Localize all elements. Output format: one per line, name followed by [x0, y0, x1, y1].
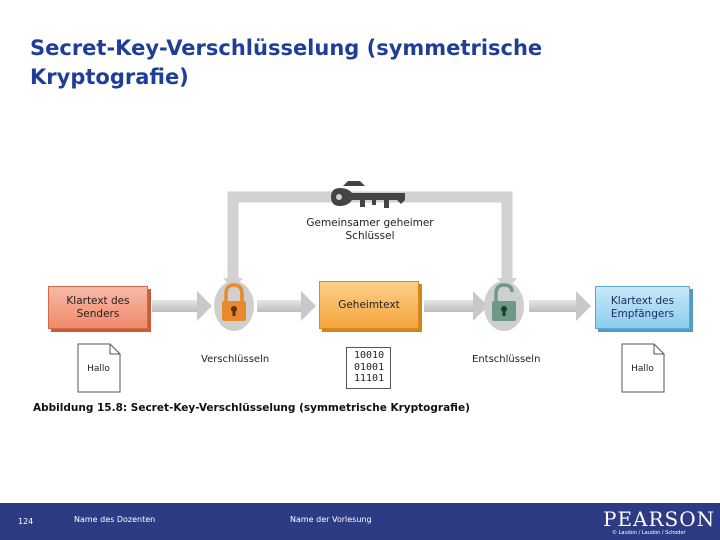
publisher-logo: PEARSON	[603, 507, 716, 531]
binary-line: 01001	[354, 361, 385, 373]
page-title: Secret-Key-Verschlüsselung (symmetrische…	[30, 36, 543, 89]
copyright-credit: © Laudon / Laudon / Schoder	[612, 530, 686, 536]
flow-arrow-4	[529, 291, 591, 321]
receiver-plaintext-label: Klartext des Empfängers	[610, 294, 675, 320]
encrypt-label: Verschlüsseln	[201, 354, 270, 365]
shared-key-label: Gemeinsamer geheimer Schlüssel	[306, 217, 434, 242]
key-icon	[331, 181, 405, 208]
sender-document-text: Hallo	[87, 364, 110, 374]
ciphertext-binary: 10010 01001 11101	[346, 347, 391, 389]
ciphertext-label: Geheimtext	[338, 298, 400, 311]
binary-line: 11101	[354, 373, 385, 384]
ciphertext-box: Geheimtext	[319, 281, 419, 329]
lock-icon	[214, 281, 254, 331]
lecturer-name: Name des Dozenten	[74, 515, 156, 524]
flow-arrow-3	[424, 291, 488, 321]
sender-plaintext-box: Klartext des Senders	[48, 286, 148, 329]
figure-caption: Abbildung 15.8: Secret-Key-Verschlüsselu…	[33, 402, 470, 414]
receiver-document-icon	[621, 343, 665, 393]
decrypt-label: Entschlüsseln	[472, 354, 541, 365]
footer-bar: 124 Name des Dozenten Name der Vorlesung…	[0, 503, 720, 540]
flow-arrow-1	[152, 291, 212, 321]
course-name: Name der Vorlesung	[290, 515, 372, 524]
unlock-icon	[484, 281, 524, 331]
sender-document-icon	[77, 343, 121, 393]
sender-plaintext-label: Klartext des Senders	[66, 294, 130, 320]
page-number: 124	[18, 517, 34, 526]
receiver-document-text: Hallo	[631, 364, 654, 374]
receiver-plaintext-box: Klartext des Empfängers	[595, 286, 690, 329]
flow-arrow-2	[257, 291, 316, 321]
binary-line: 10010	[354, 350, 385, 361]
